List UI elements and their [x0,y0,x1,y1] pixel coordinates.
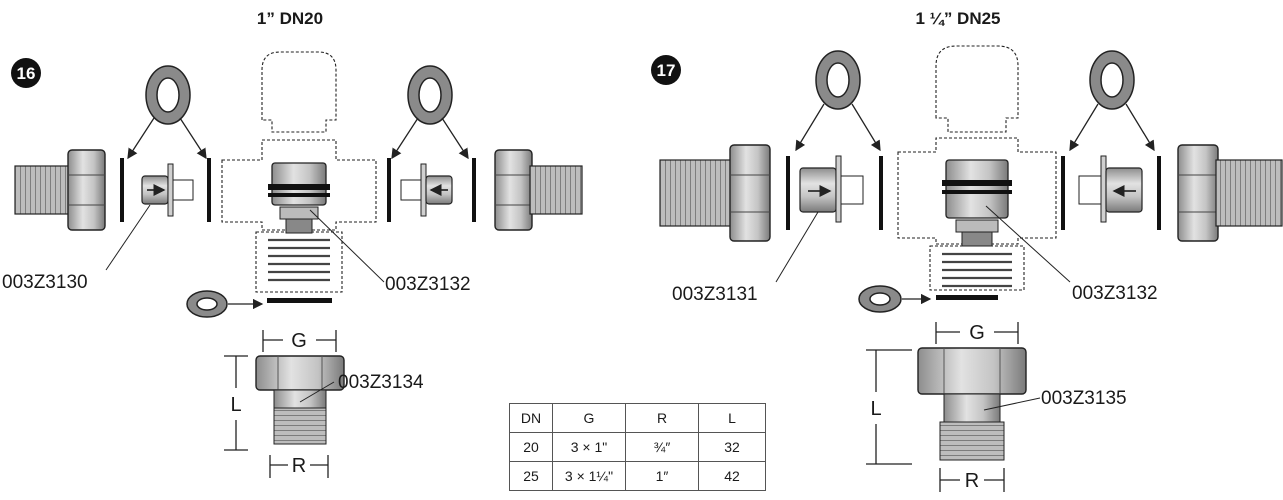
left-dim-g: G [291,330,307,352]
left-assembly: 1” DN20 16 [2,9,583,478]
right-step-badge: 17 [651,55,681,85]
left-union-fitting-right [494,149,583,231]
right-dimension-lines [866,322,1019,492]
right-part-side-label: 003Z3131 [672,284,758,305]
right-valve-body [897,45,1057,291]
table-header-cell: L [698,403,766,433]
table-cell: 42 [698,461,766,491]
left-dim-l: L [230,394,241,416]
table-cell: 32 [698,432,766,462]
table-cell: 20 [509,432,553,462]
right-leader-lines [775,205,1071,411]
table-row: 25 3 × 1¼" 1″ 42 [509,461,766,491]
left-insert-left [141,163,194,217]
right-dim-r: R [965,470,979,492]
left-title: 1” DN20 [257,9,323,28]
left-washer-top-left [145,65,191,125]
left-washer-arrows [127,117,469,310]
table-cell: 3 × 1" [552,432,626,462]
table-cell: 3 × 1¼" [552,461,626,491]
left-insert-right [400,163,453,217]
right-insert-right [1078,155,1143,223]
left-gaskets [120,158,476,303]
right-gaskets [786,156,1161,300]
dimension-table: DN G R L 20 3 × 1" ¾″ 32 25 3 × 1¼" 1″ 4… [509,403,766,491]
right-washer-top-left [815,50,861,110]
right-bottom-fitting [917,347,1027,461]
left-washer-bottom [186,290,228,318]
left-badge-number: 16 [17,64,36,83]
right-union-fitting-left [659,144,771,242]
left-leader-lines [105,204,385,403]
left-valve-body [221,51,377,293]
right-assembly: 1 ¼” DN25 17 [651,9,1283,492]
left-dim-r: R [292,455,306,477]
right-union-fitting-right [1177,144,1283,242]
left-step-badge: 16 [11,58,41,88]
left-part-side-label: 003Z3130 [2,272,88,293]
left-part-fitting-label: 003Z3134 [338,372,424,393]
table-row: 20 3 × 1" ¾″ 32 [509,432,766,462]
left-dimension-lines [224,330,337,478]
right-dim-l: L [870,398,881,420]
left-part-core-label: 003Z3132 [385,274,471,295]
table-cell: ¾″ [625,432,699,462]
table-header-cell: DN [509,403,553,433]
left-union-fitting-left [14,149,106,231]
left-cartridge [268,162,330,282]
right-washer-arrows [795,103,1155,305]
table-header-cell: G [552,403,626,433]
right-insert-left [799,155,864,223]
right-part-fitting-label: 003Z3135 [1041,388,1127,409]
right-part-core-label: 003Z3132 [1072,283,1158,304]
table-header-cell: R [625,403,699,433]
right-washer-top-right [1089,50,1135,110]
right-washer-bottom [858,285,902,313]
left-bottom-fitting [255,355,345,445]
right-dim-g: G [969,322,985,344]
right-badge-number: 17 [657,61,676,80]
table-cell: 1″ [625,461,699,491]
right-cartridge [942,159,1012,288]
table-cell: 25 [509,461,553,491]
right-title: 1 ¼” DN25 [915,9,1000,28]
table-header-row: DN G R L [509,403,766,433]
left-washer-top-right [407,65,453,125]
